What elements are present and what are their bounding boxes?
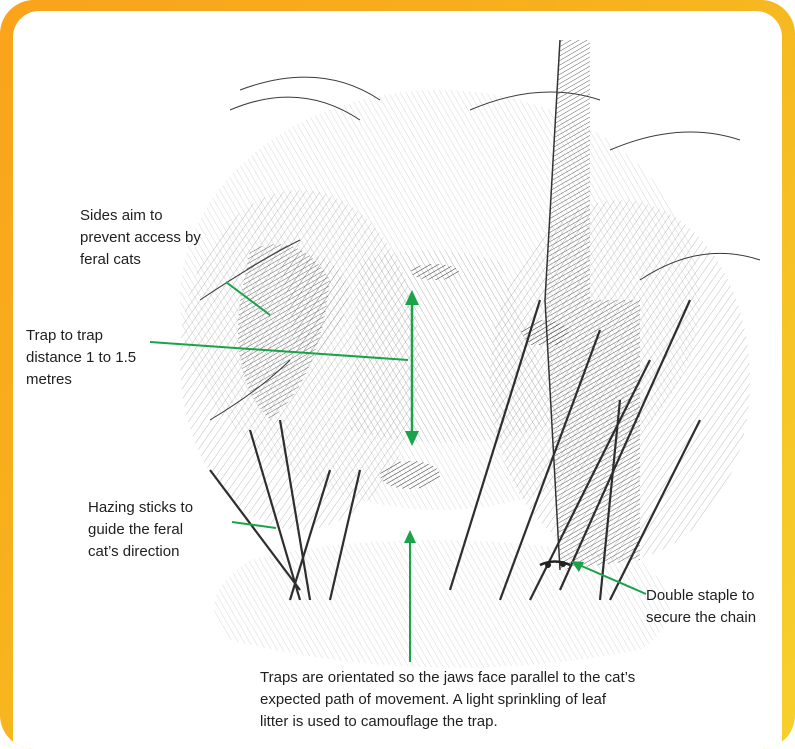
trap-distance-label: Trap to trap distance 1 to 1.5 metres bbox=[26, 325, 186, 391]
sides-label: Sides aim to prevent access by feral cat… bbox=[80, 205, 255, 271]
traps-orientation-label: Traps are orientated so the jaws face pa… bbox=[260, 667, 720, 733]
tree-trunk bbox=[545, 40, 640, 570]
hazing-sticks-label: Hazing sticks to guide the feral cat’s d… bbox=[88, 497, 248, 563]
double-staple-label: Double staple to secure the chain bbox=[646, 585, 786, 629]
traps-arrowhead bbox=[404, 530, 416, 543]
